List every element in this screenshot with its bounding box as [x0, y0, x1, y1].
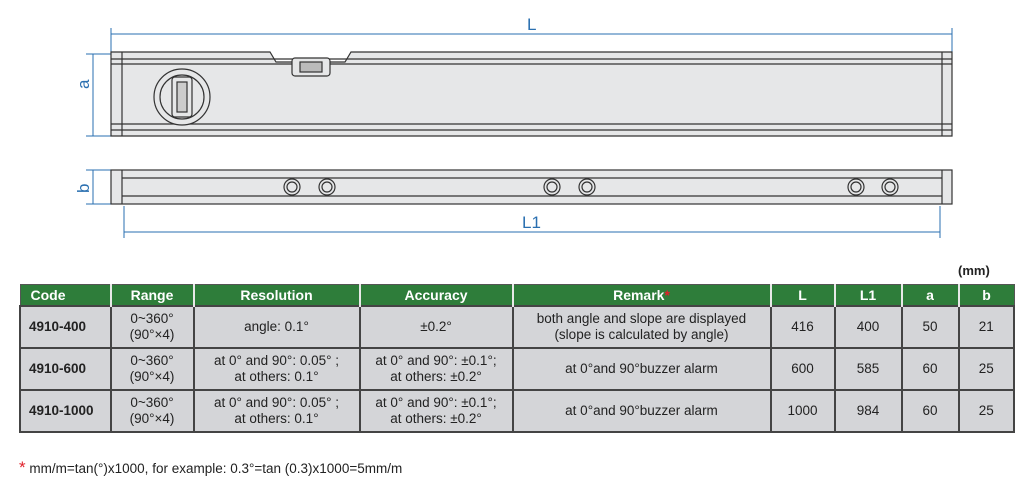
cell-resolution: angle: 0.1°	[192, 305, 361, 349]
cell-b: 21	[957, 305, 1015, 349]
footnote: * mm/m=tan(°)x1000, for example: 0.3°=ta…	[19, 458, 402, 478]
remark-label: Remark	[613, 287, 665, 303]
remark-line1: at 0°and 90°buzzer alarm	[565, 403, 718, 418]
cell-code: 4910-400	[19, 305, 112, 349]
range-line2: (90°×4)	[129, 369, 175, 384]
cell-b: 25	[957, 347, 1015, 391]
range-line2: (90°×4)	[129, 411, 175, 426]
dimension-b-label: b	[74, 184, 93, 193]
cell-accuracy: at 0° and 90°: ±0.1°;at others: ±0.2°	[358, 389, 514, 433]
cell-L1: 400	[833, 305, 903, 349]
cell-code: 4910-600	[19, 347, 112, 391]
resolution-line1: at 0° and 90°: 0.05° ;	[213, 395, 340, 410]
table-row: 4910-400 0~360°(90°×4) angle: 0.1° ±0.2° bo…	[19, 305, 1015, 349]
dimension-a-label: a	[74, 79, 93, 89]
resolution-line1: at 0° and 90°: 0.05° ;	[213, 353, 340, 368]
cell-range: 0~360°(90°×4)	[109, 347, 195, 391]
header-remark: Remark*	[511, 284, 771, 307]
dimension-lines	[86, 28, 953, 238]
remark-line2: (slope is calculated by angle)	[554, 327, 729, 342]
remark-star: *	[664, 287, 670, 303]
table-row: 4910-600 0~360°(90°×4)at 0° and 90°: 0.0…	[19, 347, 1015, 391]
cell-remark: both angle and slope are displayed(slope…	[511, 305, 772, 349]
cell-L1: 984	[833, 389, 903, 433]
header-a: a	[900, 284, 959, 307]
rotary-vial-icon	[153, 68, 211, 126]
mounting-holes	[283, 178, 899, 196]
cell-range: 0~360°(90°×4)	[109, 389, 195, 433]
table-header-row: Code Range Resolution Accuracy Remark* L…	[19, 284, 1015, 307]
remark-line1: at 0°and 90°buzzer alarm	[565, 361, 718, 376]
range-line1: 0~360°	[130, 353, 174, 368]
cell-accuracy: ±0.2°	[358, 305, 514, 349]
cell-b: 25	[957, 389, 1015, 433]
accuracy-line2: at others: ±0.2°	[390, 369, 482, 384]
header-L1: L1	[833, 284, 902, 307]
range-line1: 0~360°	[130, 311, 174, 326]
accuracy-line1: ±0.2°	[420, 319, 452, 334]
accuracy-line1: at 0° and 90°: ±0.1°;	[375, 353, 497, 368]
cell-resolution: at 0° and 90°: 0.05° ;at others: 0.1°	[192, 389, 361, 433]
range-line1: 0~360°	[130, 395, 174, 410]
cell-resolution: at 0° and 90°: 0.05° ;at others: 0.1°	[192, 347, 361, 391]
header-L: L	[769, 284, 835, 307]
footnote-text: mm/m=tan(°)x1000, for example: 0.3°=tan …	[25, 461, 403, 476]
cell-a: 60	[900, 389, 960, 433]
cell-accuracy: at 0° and 90°: ±0.1°;at others: ±0.2°	[358, 347, 514, 391]
spec-table: Code Range Resolution Accuracy Remark* L…	[19, 284, 1015, 433]
cell-L1: 585	[833, 347, 903, 391]
remark-line1: both angle and slope are displayed	[536, 311, 747, 326]
resolution-line2: at others: 0.1°	[234, 369, 319, 384]
header-range: Range	[109, 284, 194, 307]
footnote-star: *	[19, 458, 26, 477]
header-accuracy: Accuracy	[358, 284, 513, 307]
resolution-line1: angle: 0.1°	[244, 319, 309, 334]
table-row: 4910-1000 0~360°(90°×4)at 0° and 90°: 0.…	[19, 389, 1015, 433]
level-front-view	[110, 51, 953, 137]
cell-a: 60	[900, 347, 960, 391]
cell-remark: at 0°and 90°buzzer alarm	[511, 347, 772, 391]
cell-range: 0~360°(90°×4)	[109, 305, 195, 349]
range-line2: (90°×4)	[129, 327, 175, 342]
cell-code: 4910-1000	[19, 389, 112, 433]
cell-a: 50	[900, 305, 960, 349]
dimension-L1-label: L1	[522, 213, 541, 232]
header-resolution: Resolution	[192, 284, 360, 307]
accuracy-line2: at others: ±0.2°	[390, 411, 482, 426]
cell-L: 600	[769, 347, 836, 391]
resolution-line2: at others: 0.1°	[234, 411, 319, 426]
cell-remark: at 0°and 90°buzzer alarm	[511, 389, 772, 433]
level-side-view	[110, 169, 953, 205]
cell-L: 416	[769, 305, 836, 349]
level-drawing: L a b L1	[74, 15, 953, 238]
header-code: Code	[19, 284, 111, 307]
header-b: b	[957, 284, 1015, 307]
dimension-L-label: L	[527, 15, 536, 34]
accuracy-line1: at 0° and 90°: ±0.1°;	[375, 395, 497, 410]
unit-label: (mm)	[958, 263, 990, 278]
cell-L: 1000	[769, 389, 836, 433]
